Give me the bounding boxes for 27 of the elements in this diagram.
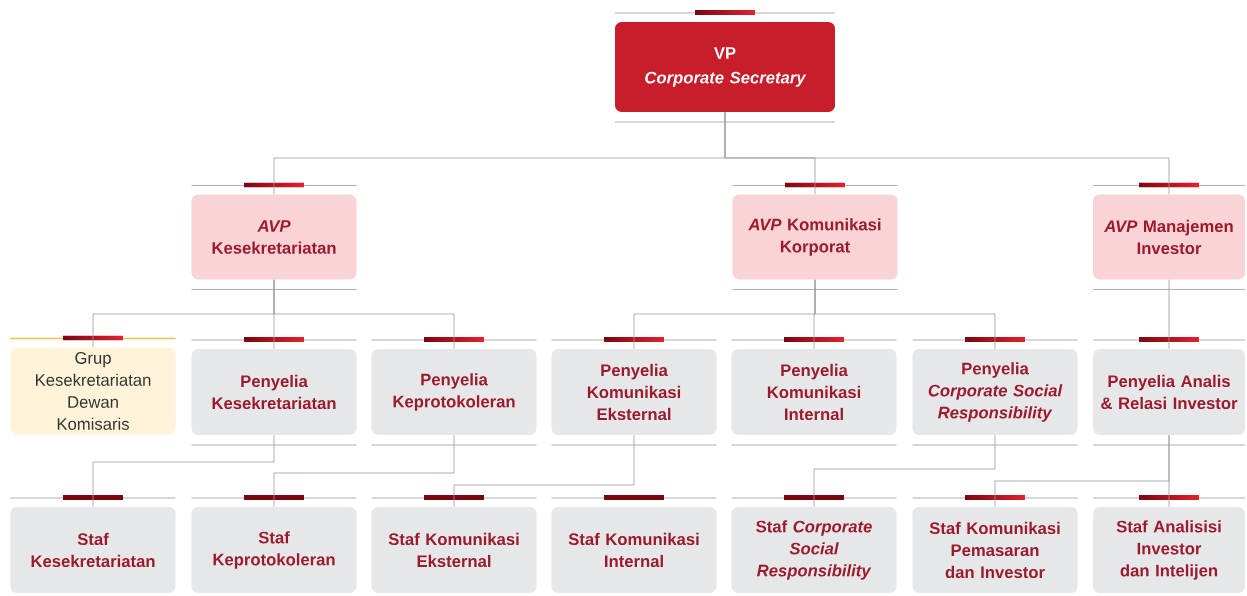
connector-line: [92, 434, 275, 508]
position-box: Staf Keprotokoleran: [191, 507, 357, 593]
connector-line: [1168, 279, 1170, 350]
head-box: VP Corporate Secretary: [615, 22, 835, 112]
manager-box: AVP Kesekretariatan: [191, 194, 357, 280]
position-box: Staf Komunikasi Eksternal: [371, 507, 537, 593]
connector-line: [273, 279, 455, 350]
position-box: Penyelia Corporate Social Responsibility: [912, 349, 1078, 435]
connector-line: [724, 111, 1170, 195]
position-box: Penyelia Analis & Relasi Investor: [1093, 349, 1245, 435]
position-box: Staf Kesekretariatan: [10, 507, 176, 593]
position-box: Staf Analisisi Investor dan Intelijen: [1093, 507, 1245, 593]
position-box: Penyelia Keprotokoleran: [371, 349, 537, 435]
manager-box: AVP Manajemen Investor: [1093, 194, 1245, 280]
group-box: Grup Kesekretariatan Dewan Komisaris: [10, 347, 176, 435]
position-box: Penyelia Komunikasi Internal: [731, 349, 897, 435]
connector-line: [813, 434, 996, 508]
connector-line: [273, 434, 455, 508]
connector-line: [453, 434, 635, 508]
position-box: Staf Corporate Social Responsibility: [731, 507, 897, 593]
position-box: Penyelia Komunikasi Eksternal: [551, 349, 717, 435]
connector-line: [814, 279, 996, 350]
manager-box: AVP Komunikasi Korporat: [732, 194, 898, 280]
position-box: Staf Komunikasi Pemasaran dan Investor: [912, 507, 1078, 593]
connector-line: [1168, 434, 1170, 508]
position-box: Penyelia Kesekretariatan: [191, 349, 357, 435]
position-box: Staf Komunikasi Internal: [551, 507, 717, 593]
